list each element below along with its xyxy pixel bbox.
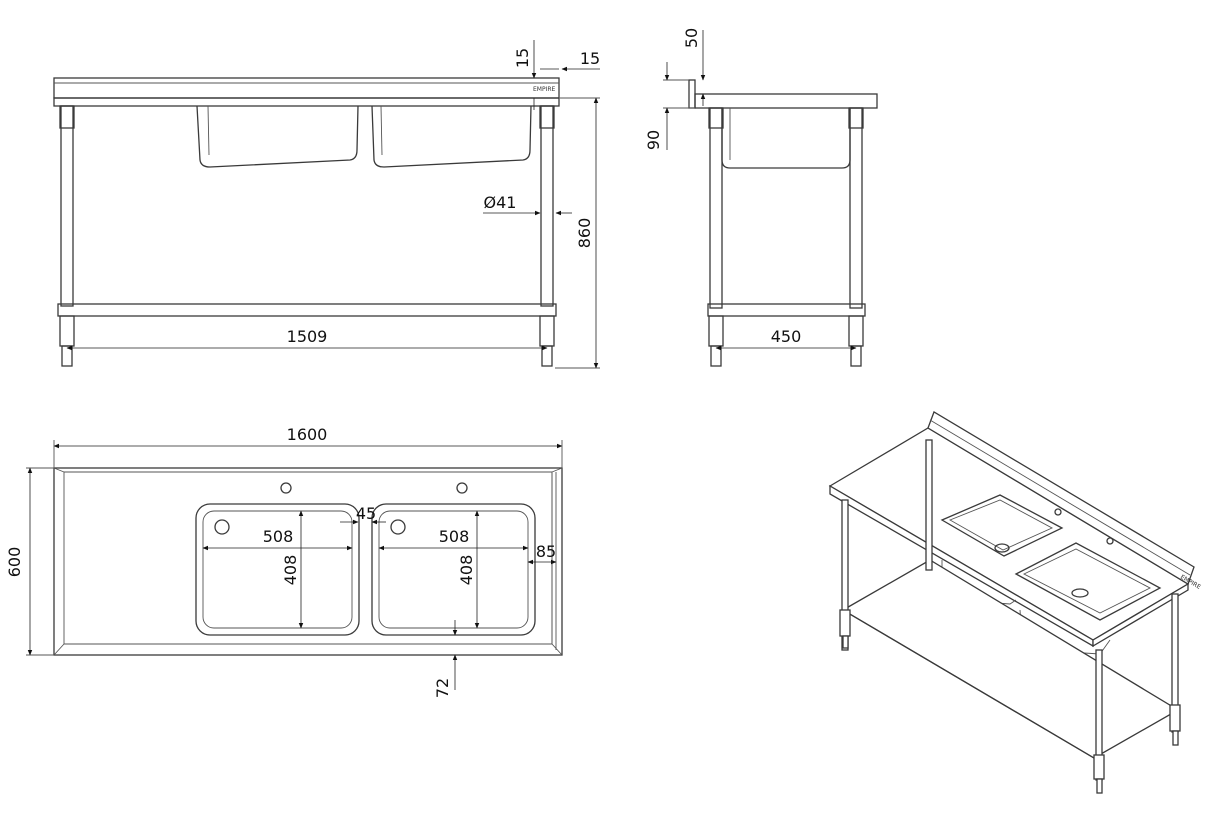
brand-mark: EMPIRE [533,86,556,93]
dim-leg-span-front: 1509 [287,327,328,346]
isometric-view: EMPIRE [828,411,1202,794]
side-elevation: 50 90 450 [644,28,878,367]
front-elevation: EMPIRE 15 15 Ø41 860 1509 [53,40,600,369]
dim-bowl-left-width: 508 [263,527,294,546]
dim-height: 860 [575,218,594,249]
dim-leg-span-side: 450 [771,327,802,346]
dim-plan-length: 1600 [287,425,328,444]
dim-bowl-right-width: 508 [439,527,470,546]
dim-bowl-right-depth: 408 [457,555,476,586]
dim-top-overhang-top: 15 [513,48,532,68]
dim-top-overhang-side: 15 [580,49,600,68]
dim-plan-width: 600 [5,547,24,578]
dim-upstand: 50 [682,28,701,48]
dim-edge-to-bowl: 85 [536,542,556,561]
plan-view: 1600 600 508 408 508 408 45 85 72 [5,425,563,698]
dim-front-to-bowl: 72 [433,678,452,698]
dim-leg-diameter: Ø41 [484,193,517,212]
dim-bowl-depth: 90 [644,130,663,150]
dim-bowl-left-depth: 408 [281,555,300,586]
dim-bowl-gap: 45 [356,504,376,523]
